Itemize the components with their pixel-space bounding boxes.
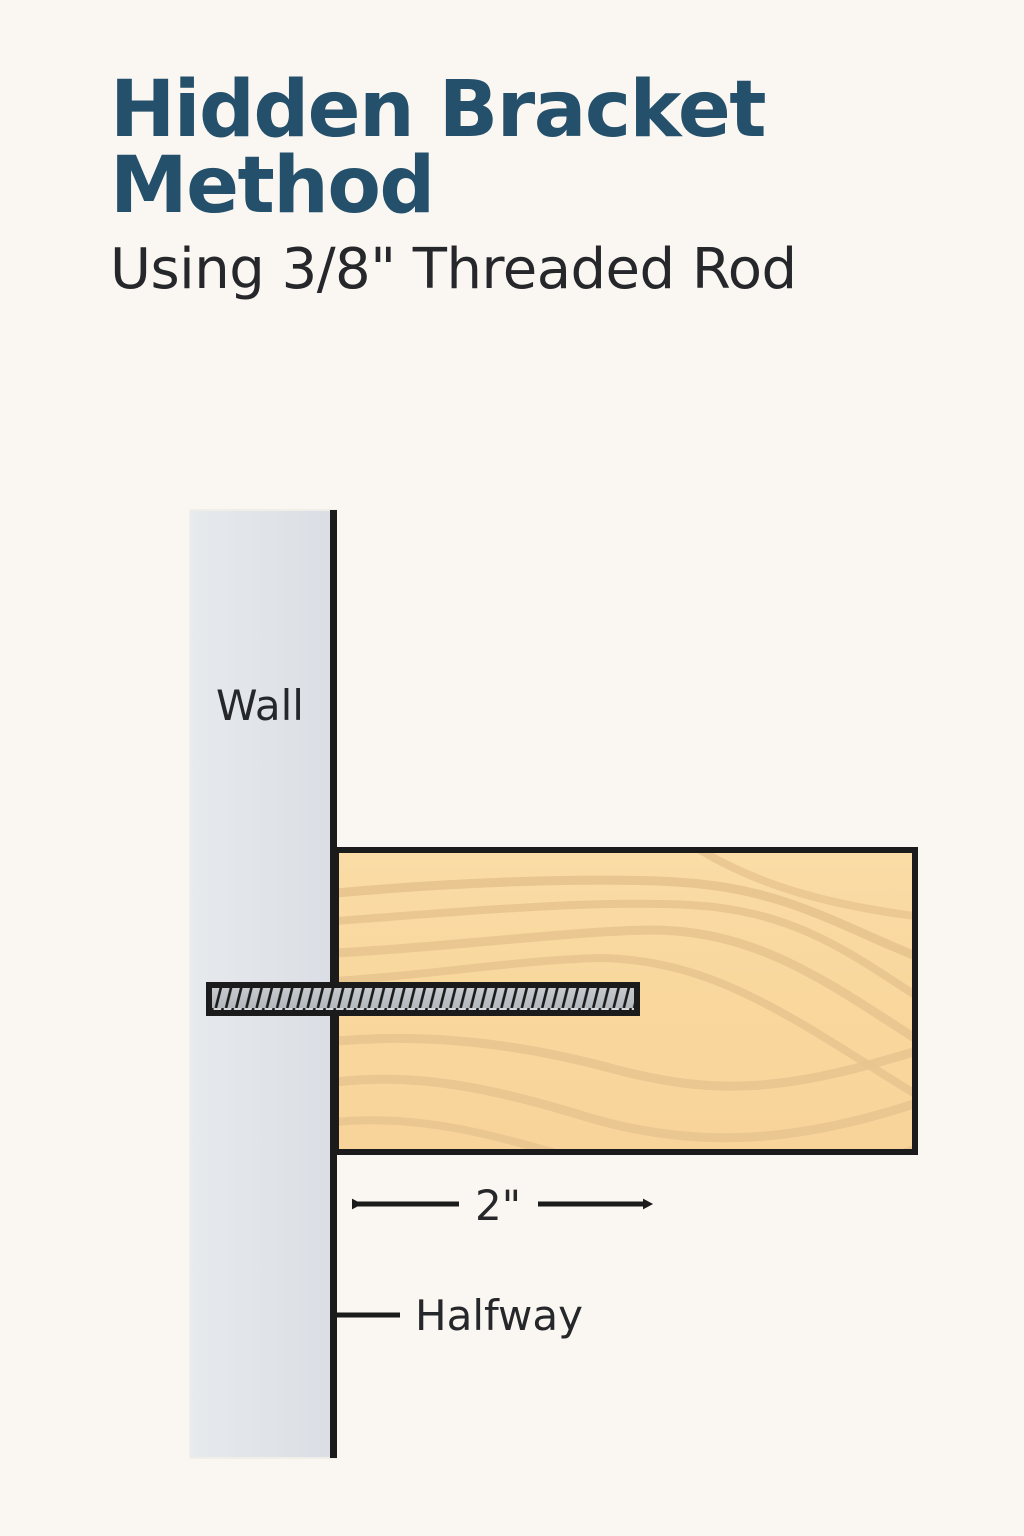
page-subtitle: Using 3/8" Threaded Rod [110, 236, 797, 302]
header: Hidden Bracket Method Using 3/8" Threade… [110, 65, 940, 302]
halfway-label: Halfway [415, 1291, 583, 1340]
threaded-rod-group [206, 982, 640, 1016]
threaded-rod [209, 985, 637, 1013]
wood-grain [336, 850, 915, 1152]
dimension-label: 2" [475, 1181, 521, 1230]
page-title: Hidden Bracket Method [110, 65, 767, 232]
wall-label: Wall [216, 681, 304, 730]
halfway-annotation: Halfway [336, 1291, 583, 1340]
dimension-annotation: 2" [352, 1181, 654, 1230]
threaded-rod-outline [206, 982, 640, 1016]
